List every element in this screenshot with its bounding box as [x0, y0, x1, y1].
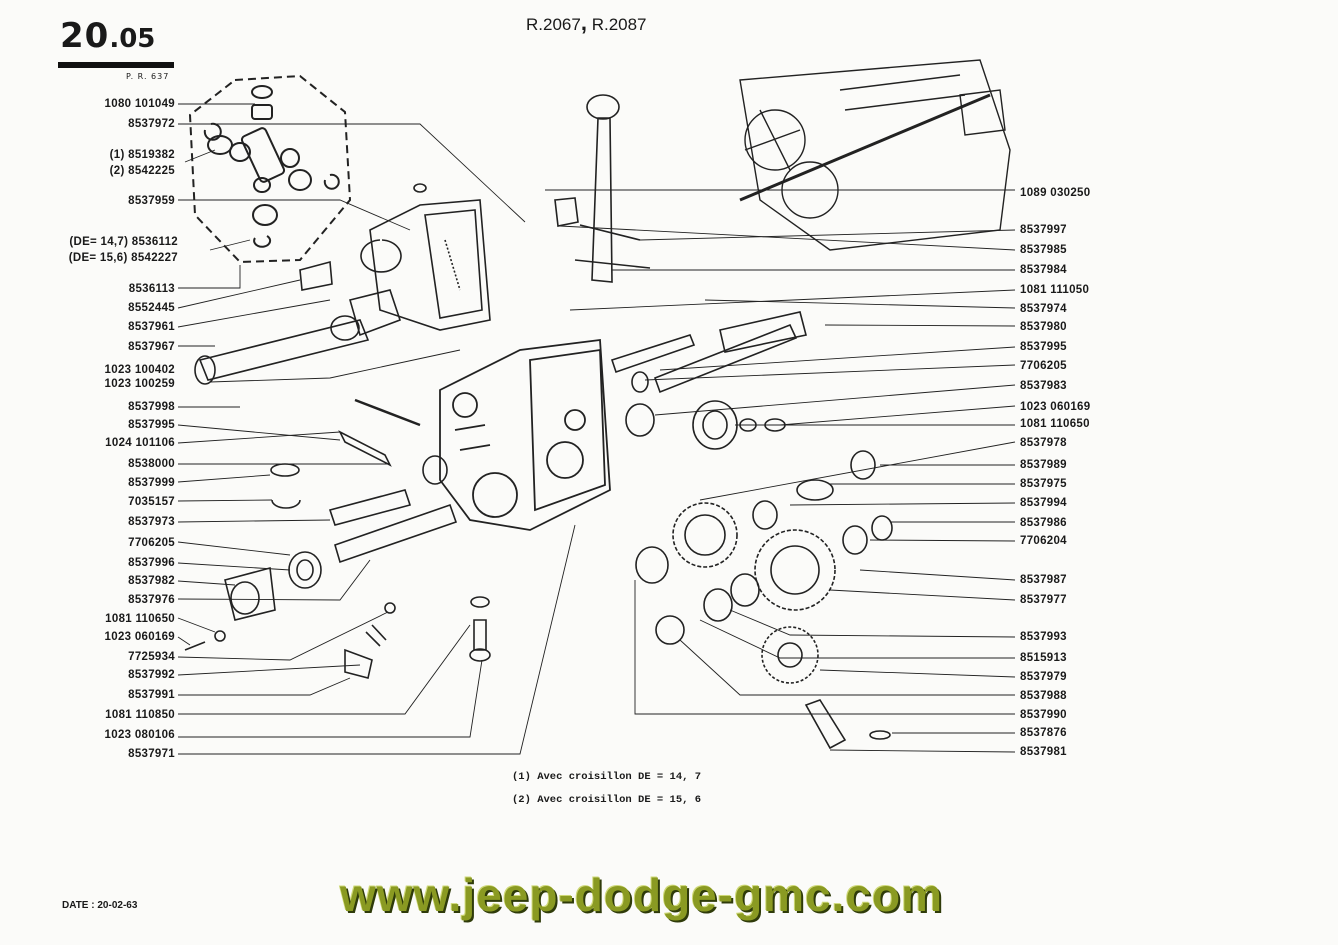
- right-label-3: 8537985: [1020, 244, 1067, 256]
- right-label-8: 8537995: [1020, 341, 1067, 353]
- left-label-19: 7035157: [128, 496, 175, 508]
- left-label-13: 1023 100259: [104, 378, 175, 390]
- gearbox-casing: [439, 338, 611, 531]
- left-label-17: 8538000: [128, 458, 175, 470]
- watermark-url: www.jeep-dodge-gmc.com: [340, 869, 944, 921]
- right-label-22: 8515913: [1020, 652, 1067, 664]
- leader-lines-left: [177, 103, 576, 755]
- pr-reference: P. R. 637: [126, 72, 170, 81]
- page-major: 20: [60, 16, 110, 56]
- left-label-31: 1023 080106: [104, 729, 175, 741]
- left-label-26: 1023 060169: [104, 631, 175, 643]
- left-label-11: 8537967: [128, 341, 175, 353]
- right-label-14: 8537989: [1020, 459, 1067, 471]
- left-label-2: 8537972: [128, 118, 175, 130]
- left-label-32: 8537971: [128, 748, 175, 760]
- right-label-19: 8537987: [1020, 574, 1067, 586]
- right-label-1: 1089 030250: [1020, 187, 1091, 199]
- right-label-2: 8537997: [1020, 224, 1067, 236]
- right-label-5: 1081 111050: [1020, 284, 1090, 296]
- left-label-12: 1023 100402: [104, 364, 175, 376]
- right-label-9: 7706205: [1020, 360, 1067, 372]
- model-2: R.2087: [591, 15, 647, 34]
- upper-shafts: [610, 311, 807, 450]
- universal-joint-cross: [203, 85, 340, 248]
- left-label-18: 8537999: [128, 477, 175, 489]
- model-numbers: R.2067, R.2087: [526, 10, 647, 36]
- model-separator: ,: [580, 10, 587, 35]
- page-number: 20.05: [60, 16, 155, 56]
- gears: [635, 418, 893, 750]
- left-label-3: (1) 8519382: [109, 149, 175, 161]
- bolts-and-springs: [184, 596, 491, 679]
- left-label-7: (DE= 15,6) 8542227: [68, 252, 178, 264]
- right-label-26: 8537876: [1020, 727, 1067, 739]
- right-label-20: 8537977: [1020, 594, 1067, 606]
- note-2: (2) Avec croisillon DE = 15, 6: [512, 794, 702, 806]
- left-label-25: 1081 110650: [105, 613, 175, 625]
- right-label-13: 8537978: [1020, 437, 1067, 449]
- right-label-6: 8537974: [1020, 303, 1067, 315]
- left-label-1: 1080 101049: [104, 98, 175, 110]
- engine-sketch: [739, 59, 1011, 251]
- left-label-4: (2) 8542225: [109, 165, 175, 177]
- left-label-29: 8537991: [128, 689, 175, 701]
- right-label-16: 8537994: [1020, 497, 1067, 509]
- universal-joint-detail-outline: [188, 74, 352, 264]
- right-label-17: 8537986: [1020, 517, 1067, 529]
- right-label-18: 7706204: [1020, 535, 1067, 547]
- page-minor: .05: [109, 24, 156, 54]
- right-label-23: 8537979: [1020, 671, 1067, 683]
- note-1: (1) Avec croisillon DE = 14, 7: [512, 771, 702, 783]
- left-label-30: 1081 110850: [105, 709, 175, 721]
- shift-lever: [554, 94, 651, 283]
- model-1: R.2067: [526, 15, 581, 34]
- right-label-11: 1023 060169: [1020, 401, 1091, 413]
- left-label-23: 8537982: [128, 575, 175, 587]
- left-label-20: 8537973: [128, 516, 175, 528]
- right-label-4: 8537984: [1020, 264, 1067, 276]
- right-label-7: 8537980: [1020, 321, 1067, 333]
- date-stamp: DATE : 20-02-63: [62, 900, 138, 911]
- pto-cover-housing: [349, 183, 491, 337]
- left-label-28: 8537992: [128, 669, 175, 681]
- header-rule: [58, 62, 174, 68]
- right-label-27: 8537981: [1020, 746, 1067, 758]
- left-label-22: 8537996: [128, 557, 175, 569]
- left-label-10: 8537961: [128, 321, 175, 333]
- left-label-21: 7706205: [128, 537, 175, 549]
- left-label-24: 8537976: [128, 594, 175, 606]
- right-label-10: 8537983: [1020, 380, 1067, 392]
- left-label-27: 7725934: [128, 651, 175, 663]
- left-label-5: 8537959: [128, 195, 175, 207]
- right-label-15: 8537975: [1020, 478, 1067, 490]
- left-label-8: 8536113: [128, 283, 175, 295]
- right-label-21: 8537993: [1020, 631, 1067, 643]
- right-label-24: 8537988: [1020, 690, 1067, 702]
- lower-shafts: [224, 398, 458, 621]
- left-label-14: 8537998: [128, 401, 175, 413]
- left-label-9: 8552445: [128, 302, 175, 314]
- drive-shaft: [194, 260, 370, 385]
- left-label-6: (DE= 14,7) 8536112: [69, 236, 178, 248]
- leader-lines-right: [545, 189, 1016, 753]
- left-label-16: 1024 101106: [105, 437, 175, 449]
- right-label-12: 1081 110650: [1020, 418, 1090, 430]
- right-label-25: 8537990: [1020, 709, 1067, 721]
- left-label-15: 8537995: [128, 419, 175, 431]
